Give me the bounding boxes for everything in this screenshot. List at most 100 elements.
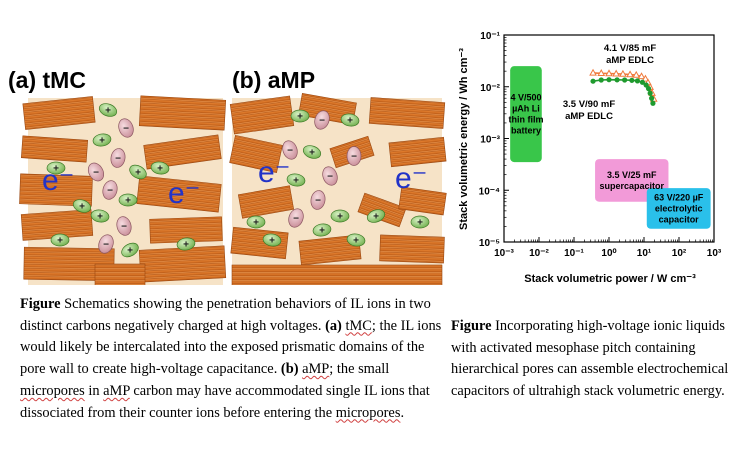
schematic-illustration: +−+−−+−++−−++++++ +−+−+−+−−+−++++++ (a) …	[0, 40, 450, 285]
anion-sign: −	[327, 172, 333, 183]
annotation-4v1: 4.1 V/85 mF	[604, 43, 656, 54]
anion-ion	[118, 118, 134, 138]
cation-sign: +	[125, 196, 131, 207]
cation-ion	[366, 209, 386, 223]
carbon-layer-stack	[368, 97, 446, 129]
anion-sign: −	[121, 222, 127, 233]
cation-sign: +	[79, 202, 85, 213]
cation-sign: +	[353, 236, 359, 247]
cation-ion	[410, 215, 430, 229]
cation-ion	[176, 237, 196, 251]
panel-a-drawing: +−+−−+−++−−++++++	[19, 95, 227, 285]
y-tick-label: 10⁻⁴	[479, 186, 500, 197]
carbon-layer-stack	[237, 185, 295, 219]
x-tick-label: 10⁰	[601, 248, 616, 259]
cation-sign: +	[135, 168, 141, 179]
carbon-layer-stack	[398, 186, 447, 216]
cation-ion	[46, 161, 66, 175]
anion-ion	[310, 190, 326, 210]
anion-ion	[110, 148, 126, 168]
anion-sign: −	[319, 116, 325, 127]
anion-ion	[98, 234, 114, 254]
carbon-layer-stack	[231, 264, 443, 285]
data-point-triangle	[597, 69, 606, 76]
panel-a-label: (a) tMC	[8, 67, 86, 93]
anion-ion	[288, 208, 304, 228]
cation-ion	[118, 193, 138, 207]
data-point-circle	[650, 100, 656, 106]
anion-ion	[102, 180, 118, 200]
cation-ion	[72, 199, 92, 213]
cation-ion	[262, 233, 282, 247]
cation-sign: +	[347, 116, 353, 127]
carbon-layer-stack	[388, 136, 447, 168]
anion-sign: −	[287, 146, 293, 157]
panel-b-label: (b) aMP	[232, 67, 315, 93]
data-point-triangle	[632, 70, 641, 78]
cation-sign: +	[57, 236, 63, 247]
x-axis-label: Stack volumetric power / W cm⁻³	[524, 273, 696, 285]
data-point-triangle	[589, 68, 597, 76]
anion-sign: −	[315, 196, 321, 207]
x-tick-label: 10⁻²	[529, 248, 549, 259]
anion-sign: −	[93, 168, 99, 179]
carbon-layer-stack	[138, 245, 227, 283]
data-point-circle	[590, 78, 596, 84]
anion-ion	[346, 146, 362, 166]
cation-ion	[330, 209, 350, 223]
anion-sign: −	[107, 186, 113, 197]
cation-ion	[92, 133, 112, 147]
carbon-layer-stack	[138, 95, 227, 131]
cation-ion	[50, 233, 70, 247]
cation-sign: +	[337, 212, 343, 223]
cation-sign: +	[293, 176, 299, 187]
cation-sign: +	[127, 246, 133, 257]
data-point-circle	[598, 77, 604, 83]
cation-ion	[98, 103, 118, 117]
data-point-circle	[606, 77, 612, 83]
data-point-circle	[622, 77, 628, 83]
cation-ion	[290, 109, 310, 123]
data-point-circle	[634, 78, 641, 84]
carbon-layer-stack	[379, 234, 445, 264]
anion-ion	[314, 110, 330, 130]
carbon-layer-stack	[298, 234, 362, 266]
cation-ion	[340, 113, 360, 127]
data-point-circle	[649, 95, 655, 101]
cation-sign: +	[319, 226, 325, 237]
cation-sign: +	[253, 218, 259, 229]
cation-ion	[302, 145, 322, 159]
cation-sign: +	[373, 212, 379, 223]
carbon-layer-stack	[94, 263, 146, 285]
carbon-layer-stack	[143, 134, 222, 170]
y-tick-label: 10⁻⁵	[479, 238, 500, 249]
panel-b-drawing: +−+−+−+−−+−++++++	[229, 93, 447, 285]
anion-ion	[322, 166, 338, 186]
cation-ion	[246, 215, 266, 229]
data-point-triangle	[619, 69, 627, 77]
cation-sign: +	[53, 164, 59, 175]
electron-label-a1: e⁻	[42, 164, 75, 197]
annotation-4v1-sub: aMP EDLC	[606, 55, 654, 66]
cation-ion	[312, 223, 332, 237]
caption-right-lead: Figure	[451, 318, 492, 334]
data-point-triangle	[612, 69, 620, 77]
anion-sign: −	[293, 214, 299, 225]
caption-left-lead: Figure	[20, 296, 61, 312]
y-tick-label: 10⁻²	[480, 83, 500, 94]
x-tick-label: 10³	[707, 248, 722, 259]
x-tick-label: 10⁻³	[494, 248, 514, 259]
cation-sign: +	[269, 236, 275, 247]
carbon-layer-stack	[22, 96, 96, 130]
cation-ion	[129, 164, 147, 180]
x-tick-label: 10⁻¹	[564, 248, 584, 259]
carbon-layer-stack	[19, 173, 93, 207]
cation-sign: +	[157, 164, 163, 175]
y-axis-label: Stack volumetric energy / Wh cm⁻³	[458, 48, 470, 230]
anion-sign: −	[115, 154, 121, 165]
electron-label-a2: e⁻	[168, 177, 201, 210]
